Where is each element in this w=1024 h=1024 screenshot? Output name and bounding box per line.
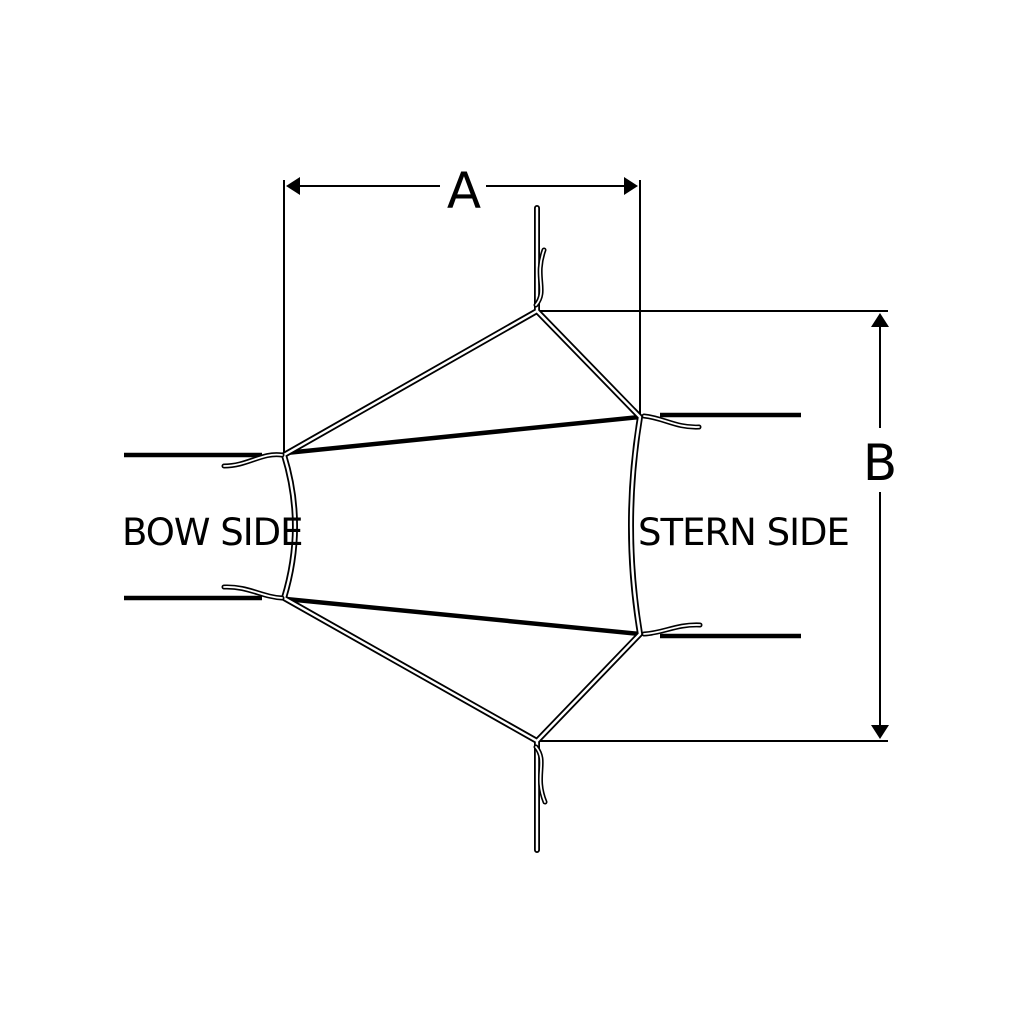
dimension-b: B [537, 310, 904, 742]
ropes [124, 412, 801, 639]
dimension-b-arrow-top [871, 313, 889, 327]
dimension-b-label: B [863, 434, 897, 492]
clips [221, 247, 703, 805]
dimension-a: A [283, 162, 641, 455]
frame [281, 205, 643, 853]
bow-side-label: BOW SIDE [122, 511, 302, 554]
rope-cross-lower [285, 596, 641, 637]
stern-side-label: STERN SIDE [638, 511, 849, 554]
frame-outline [281, 205, 643, 853]
rope-cross-upper [285, 414, 641, 456]
dimension-a-label: A [447, 162, 481, 220]
dimension-a-arrow-left [286, 177, 300, 195]
dimension-a-arrow-right [624, 177, 638, 195]
dimension-b-arrow-bottom [871, 725, 889, 739]
frame-outline-inner [282, 206, 642, 852]
